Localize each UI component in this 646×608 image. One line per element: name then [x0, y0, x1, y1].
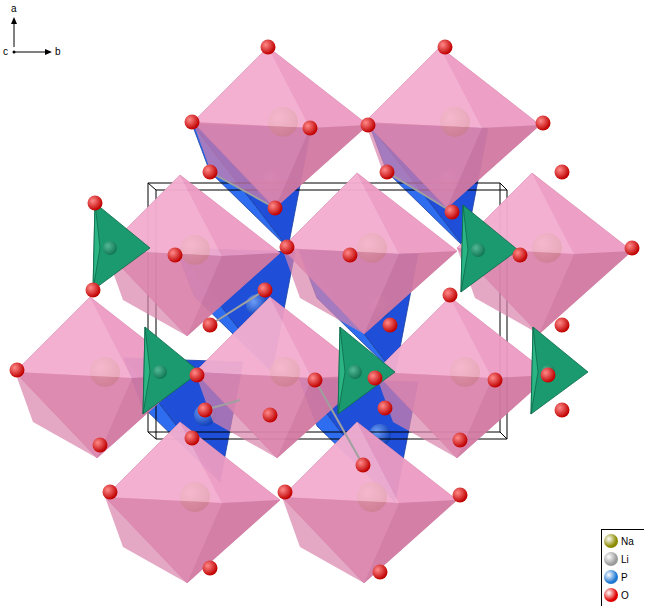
oxygen-atom: [190, 368, 205, 383]
oxygen-atom: [513, 248, 528, 263]
oxygen-atom: [445, 205, 460, 220]
oxygen-atom: [185, 115, 200, 130]
bond: [387, 172, 452, 212]
legend-text: Na: [621, 536, 634, 547]
oxygen-atom: [303, 121, 318, 136]
legend-text: O: [621, 590, 629, 601]
unit-cell: [148, 432, 156, 439]
axis-line: [14, 22, 15, 47]
na-octahedron: [15, 297, 190, 458]
na-octahedron: [457, 173, 632, 334]
oxygen-atom: [378, 401, 393, 416]
bond: [315, 380, 363, 465]
oxygen-atom: [203, 561, 218, 576]
oxygen-atom: [368, 371, 383, 386]
legend-swatch: [604, 588, 618, 602]
axis-arrow: [45, 49, 52, 55]
na-octahedron: [365, 47, 540, 208]
axis-arrow: [11, 17, 17, 24]
li-tetrahedron: [93, 203, 150, 290]
axis-origin: [13, 51, 16, 54]
legend-text: P: [621, 572, 628, 583]
oxygen-atom: [93, 438, 108, 453]
na-octahedron: [282, 422, 457, 583]
legend-swatch: [604, 534, 618, 548]
oxygen-atom: [356, 458, 371, 473]
na-octahedron: [105, 422, 280, 583]
oxygen-atom: [308, 373, 323, 388]
oxygen-atom: [453, 433, 468, 448]
oxygen-atom: [438, 40, 453, 55]
na-octahedron: [282, 173, 457, 334]
oxygen-atom: [488, 373, 503, 388]
oxygen-atom: [86, 283, 101, 298]
na-octahedron: [375, 297, 550, 458]
unit-cell: [148, 183, 156, 190]
legend-swatch: [604, 570, 618, 584]
oxygen-atom: [555, 165, 570, 180]
oxygen-atom: [280, 240, 295, 255]
oxygen-atom: [88, 196, 103, 211]
oxygen-atom: [168, 248, 183, 263]
oxygen-atom: [198, 403, 213, 418]
oxygen-atom: [278, 485, 293, 500]
legend-row: Li: [604, 550, 644, 568]
oxygen-atom: [103, 485, 118, 500]
oxygen-atom: [185, 431, 200, 446]
axis-line: [14, 52, 46, 53]
oxygen-atom: [203, 318, 218, 333]
oxygen-atom: [203, 165, 218, 180]
oxygen-atom: [373, 565, 388, 580]
oxygen-atom: [383, 318, 398, 333]
legend-row: P: [604, 568, 644, 586]
legend-row: Na: [604, 532, 644, 550]
li-tetrahedron: [531, 327, 588, 414]
legend: NaLiPO: [601, 529, 644, 606]
li-tetrahedron: [461, 205, 518, 292]
bond: [210, 290, 265, 325]
oxygen-atom: [343, 248, 358, 263]
axis-label: a: [11, 4, 17, 14]
unit-cell: [500, 183, 507, 190]
oxygen-atom: [536, 116, 551, 131]
oxygen-atom: [541, 368, 556, 383]
na-octahedron: [195, 297, 370, 458]
axis-label: c: [3, 47, 8, 57]
oxygen-atom: [361, 118, 376, 133]
oxygen-atom: [453, 488, 468, 503]
oxygen-atom: [258, 283, 273, 298]
oxygen-atom: [625, 241, 640, 256]
na-octahedron: [193, 47, 368, 208]
oxygen-atom: [268, 201, 283, 216]
axis-label: b: [55, 47, 61, 57]
legend-row: O: [604, 586, 644, 604]
oxygen-atom: [10, 363, 25, 378]
legend-text: Li: [621, 554, 629, 565]
oxygen-atom: [443, 288, 458, 303]
oxygen-atom: [263, 408, 278, 423]
legend-swatch: [604, 552, 618, 566]
oxygen-atom: [380, 165, 395, 180]
oxygen-atom: [555, 318, 570, 333]
bond: [210, 172, 275, 208]
unit-cell: [500, 432, 507, 439]
oxygen-atom: [555, 403, 570, 418]
oxygen-atom: [261, 40, 276, 55]
